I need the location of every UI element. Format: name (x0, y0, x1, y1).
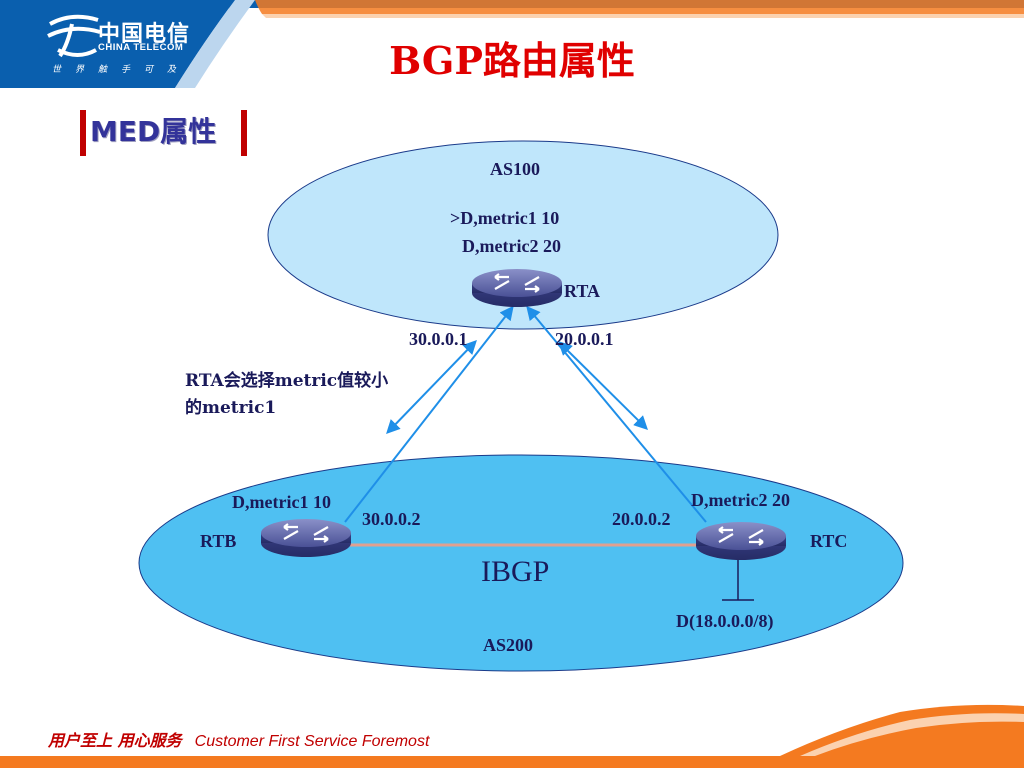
logo-cn-text: 中国电信 (98, 22, 191, 47)
rta-route1: >D,metric1 10 (450, 208, 560, 228)
network-label: D(18.0.0.0/8) (676, 611, 774, 631)
china-telecom-logo: 中国电信 CHINA TELECOM 世界触手可及 (10, 6, 210, 76)
rtb-label: RTB (200, 531, 237, 551)
rtc-metric: D,metric2 20 (691, 490, 790, 510)
as200-ellipse (138, 454, 904, 672)
rtc-ip: 20.0.0.2 (612, 509, 671, 529)
rtb-metric: D,metric1 10 (232, 492, 331, 512)
rtb-ip: 30.0.0.2 (362, 509, 421, 529)
slide-title: BGP路由属性 (389, 38, 635, 83)
footer-slogan: 用户至上 用心服务 Customer First Service Foremos… (48, 727, 429, 751)
telecom-logo-icon (47, 14, 101, 58)
slide-subtitle: MED属性 (90, 115, 217, 148)
rtc-label: RTC (810, 531, 848, 551)
logo-slogan-text: 世界触手可及 (52, 65, 191, 75)
as100-ellipse (267, 140, 779, 330)
ibgp-label: IBGP (481, 555, 550, 588)
rta-right-ip: 20.0.0.1 (555, 329, 614, 349)
rta-left-ip: 30.0.0.1 (409, 329, 468, 349)
footer-slogan-cn: 用户至上 用心服务 (48, 731, 182, 750)
advertise-arrow-left (386, 339, 477, 435)
advertise-arrow-right (558, 341, 648, 430)
rtc-router-icon (696, 522, 786, 560)
rtb-router-icon (261, 519, 351, 557)
subtitle-bar-left (80, 110, 86, 156)
as200-label: AS200 (483, 635, 534, 655)
selection-note-line1: RTA会选择metric值较小 (185, 371, 389, 391)
rta-label: RTA (564, 281, 601, 301)
subtitle-bar-right (241, 110, 247, 156)
rta-router-icon (472, 269, 562, 307)
logo-en-text: CHINA TELECOM (98, 42, 184, 53)
selection-note-line2: 的metric1 (185, 398, 277, 418)
as100-label: AS100 (490, 159, 541, 179)
selection-note: RTA会选择metric值较小 的metric1 (185, 368, 388, 422)
footer-slogan-en: Customer First Service Foremost (194, 733, 430, 750)
footer-band (0, 704, 1024, 768)
rta-route2: D,metric2 20 (462, 236, 561, 256)
